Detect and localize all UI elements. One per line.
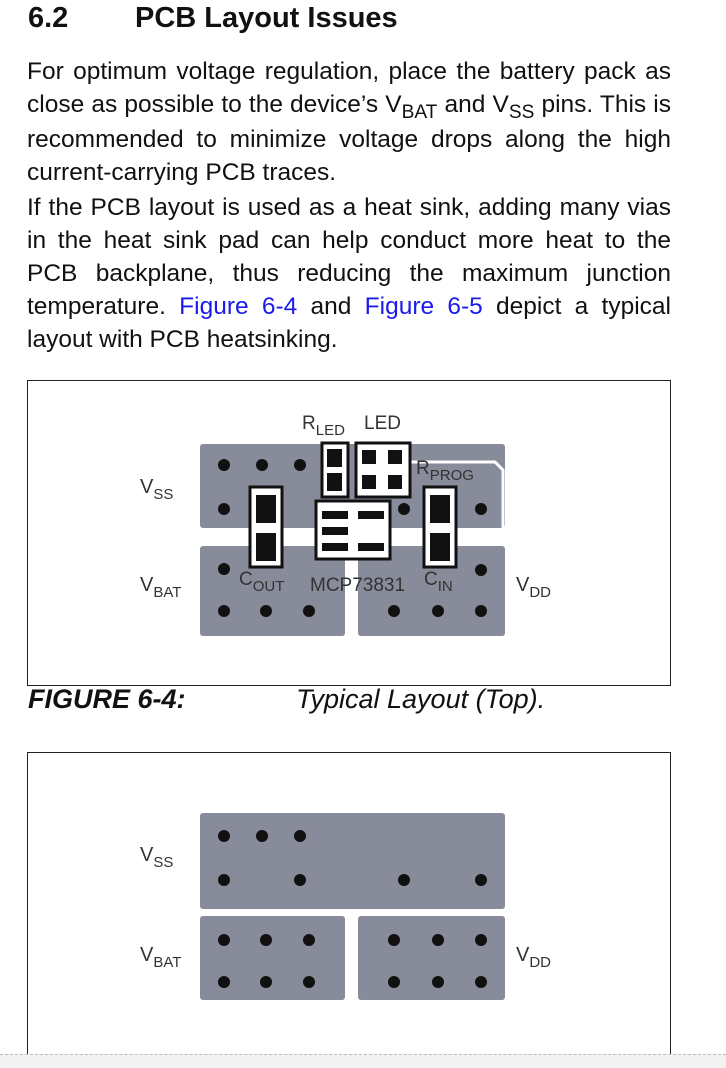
via [218, 563, 230, 575]
via [294, 830, 306, 842]
figure-caption-title: Typical Layout (Top). [296, 684, 546, 714]
para2-text-1: If the PCB layout is used as a heat sink… [27, 194, 671, 320]
label-vdd: VDD [516, 574, 551, 601]
via [260, 605, 272, 617]
via [294, 459, 306, 471]
via [475, 976, 487, 988]
label-vss: VSS [140, 476, 173, 503]
via [218, 830, 230, 842]
para2-text-2: and [297, 293, 365, 320]
label-cout: COUT [239, 569, 284, 595]
via [432, 934, 444, 946]
label-led: LED [364, 413, 401, 434]
via-group-top [218, 459, 487, 617]
via [218, 976, 230, 988]
figure-caption-label: FIGURE 6-4: [28, 684, 186, 714]
via-group-bottom [218, 830, 487, 988]
label-cin: CIN [424, 569, 453, 595]
para2-text-3: depict a typical layout with PCB heatsin… [27, 293, 671, 353]
via [294, 874, 306, 886]
via [432, 976, 444, 988]
via [256, 459, 268, 471]
via [475, 564, 487, 576]
via [388, 976, 400, 988]
figure-bottom-layout: VSS VBAT VDD [27, 752, 671, 1056]
via [303, 605, 315, 617]
via [432, 605, 444, 617]
prog-trace [400, 460, 505, 541]
via [388, 934, 400, 946]
via [303, 976, 315, 988]
label-vbat: VBAT [140, 574, 181, 601]
para1-sub-bat: BAT [401, 101, 438, 123]
page-bottom-edge [0, 1054, 726, 1068]
via [398, 874, 410, 886]
via [388, 605, 400, 617]
pcb-bottom-drawing: VSS VBAT VDD [140, 813, 551, 1000]
via [398, 503, 410, 515]
r-led-component [320, 441, 350, 499]
label-r-led: RLED [302, 413, 345, 439]
via [475, 874, 487, 886]
via [303, 934, 315, 946]
cin-capacitor [422, 485, 458, 569]
label-r-prog: RPROG [416, 458, 474, 484]
figure-top-layout: VSS VBAT VDD RLED LED RPROG COUT MCP7383… [27, 380, 671, 686]
paragraph-2: If the PCB layout is used as a heat sink… [27, 191, 671, 356]
para1-text-3: pins. This is recommended to minimize vo… [27, 91, 671, 186]
label-vbat: VBAT [140, 944, 181, 971]
para1-text-2: and V [437, 91, 509, 118]
via [218, 459, 230, 471]
via [218, 934, 230, 946]
mcp73831-chip [314, 499, 392, 561]
para1-text-1: For optimum voltage regulation, place th… [27, 58, 671, 118]
via [218, 503, 230, 515]
via [260, 976, 272, 988]
paragraph-1: For optimum voltage regulation, place th… [27, 55, 671, 189]
vss-pad [200, 813, 505, 909]
label-vdd: VDD [516, 944, 551, 971]
led-component [354, 441, 412, 499]
via [218, 605, 230, 617]
label-vss: VSS [140, 844, 173, 871]
figure-6-4-link[interactable]: Figure 6-4 [179, 293, 298, 320]
via [256, 830, 268, 842]
via [218, 874, 230, 886]
cout-capacitor [248, 485, 284, 569]
pcb-top-drawing: VSS VBAT VDD RLED LED RPROG COUT MCP7383… [140, 413, 551, 636]
section-title: PCB Layout Issues [135, 2, 398, 34]
figure-6-5-link[interactable]: Figure 6-5 [364, 293, 483, 320]
label-chip: MCP73831 [310, 575, 405, 596]
via [475, 934, 487, 946]
via [475, 605, 487, 617]
section-number: 6.2 [28, 2, 69, 34]
para1-sub-ss: SS [508, 101, 535, 123]
via [475, 503, 487, 515]
via [260, 934, 272, 946]
